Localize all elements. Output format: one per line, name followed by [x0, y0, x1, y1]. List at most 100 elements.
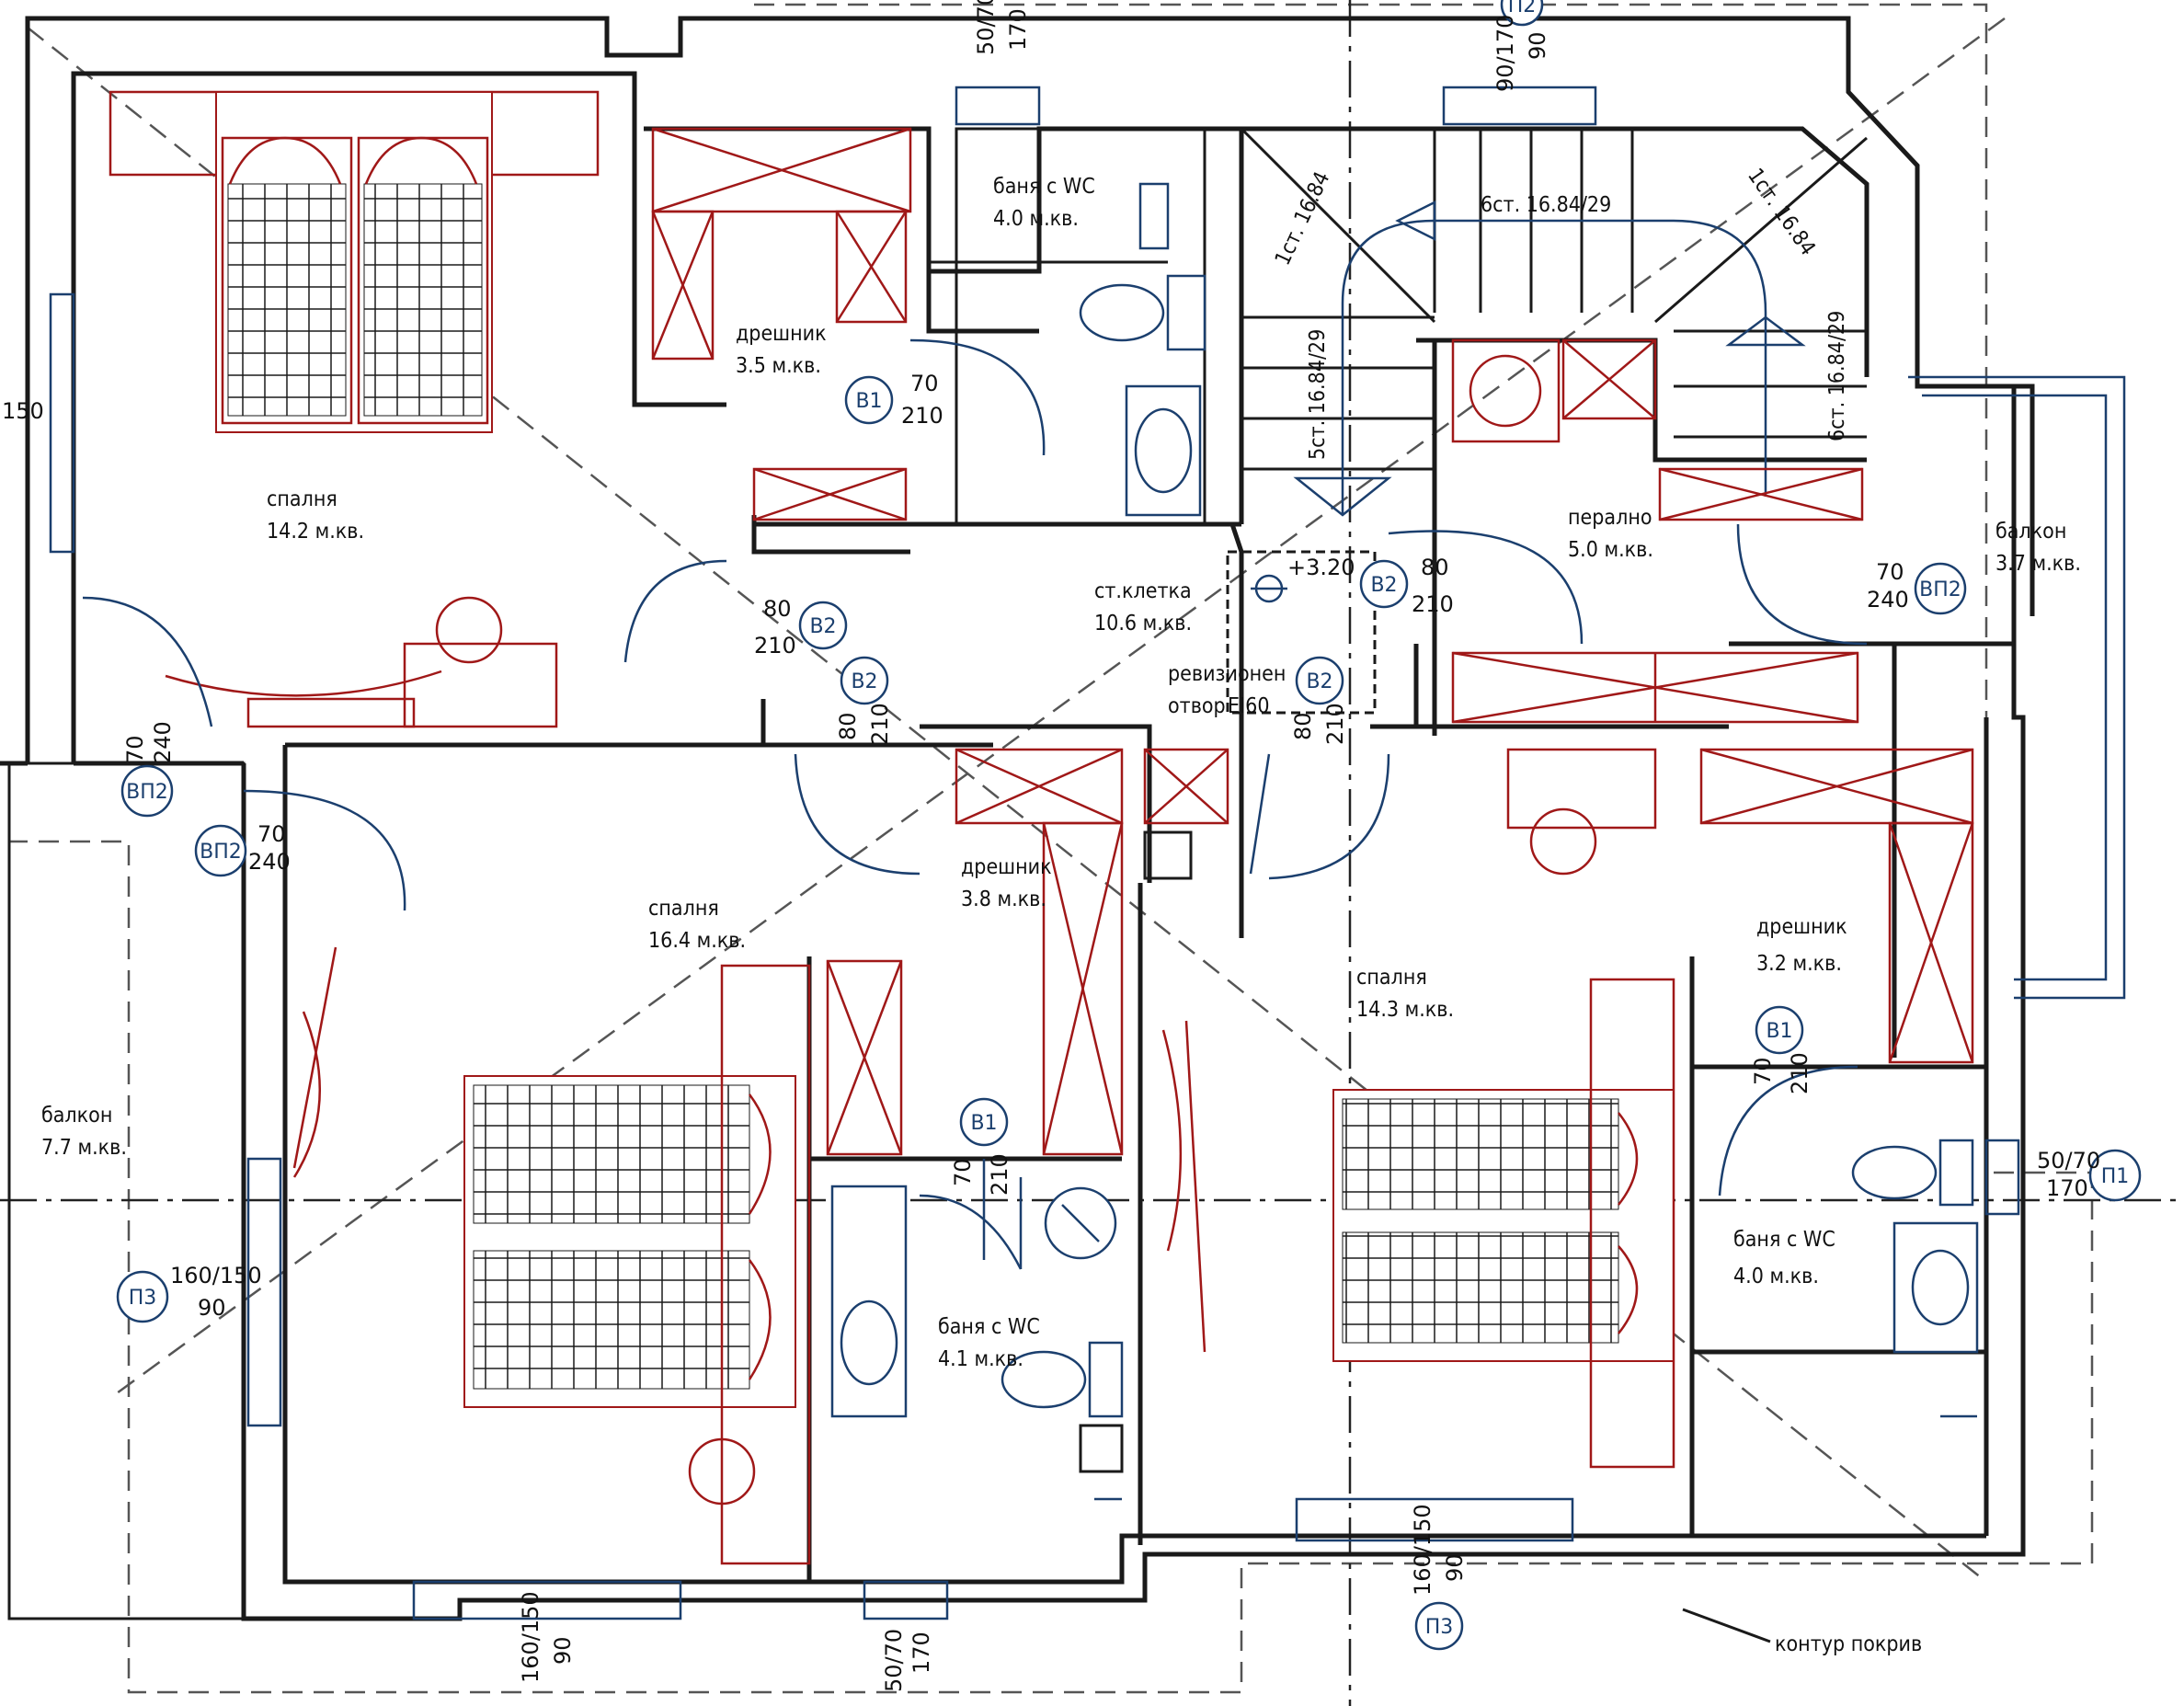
room-name: перално — [1568, 506, 1652, 530]
svg-text:50/70: 50/70 — [2037, 1148, 2100, 1174]
room-area: 3.5 м.кв. — [736, 354, 821, 378]
window-tag-south-1: 160/150 90 — [518, 1591, 576, 1683]
bed-se — [1161, 748, 1675, 1469]
laundry-machines — [1451, 338, 1864, 724]
room-name: дрешник — [736, 322, 827, 346]
bath-north-fixtures — [929, 182, 1206, 517]
room-name: спалня — [1356, 966, 1427, 990]
svg-text:70: 70 — [1876, 559, 1904, 585]
bath-south-fixtures — [830, 1185, 1124, 1501]
svg-text:П3: П3 — [129, 1287, 157, 1310]
svg-text:240: 240 — [248, 849, 291, 875]
svg-text:50/70: 50/70 — [881, 1629, 907, 1692]
svg-text:70: 70 — [1750, 1057, 1776, 1085]
room-name: баня с WC — [1733, 1228, 1835, 1252]
svg-text:П2: П2 — [1508, 0, 1537, 17]
room-label-closet-c: дрешник 3.8 м.кв. — [961, 855, 1052, 911]
svg-text:70: 70 — [950, 1158, 976, 1186]
stair-label: 1ст. 16.84 — [1271, 168, 1335, 269]
svg-text:240: 240 — [1867, 587, 1909, 613]
svg-text:ВП2: ВП2 — [1919, 578, 1961, 601]
svg-text:90: 90 — [1442, 1553, 1468, 1582]
room-name: баня с WC — [938, 1315, 1040, 1339]
room-label-closet-n: дрешник 3.5 м.кв. — [736, 322, 827, 378]
room-label-laundry: перално 5.0 м.кв. — [1568, 506, 1653, 562]
wardrobes-east — [1699, 748, 1974, 1064]
hatch-label: ревизионен — [1168, 662, 1286, 686]
level-mark: +3.20 — [1287, 555, 1355, 580]
room-area: 7.7 м.кв. — [41, 1136, 127, 1160]
svg-text:160/150: 160/150 — [518, 1591, 543, 1683]
stair-label: 6ст. 16.84/29 — [1481, 193, 1611, 217]
svg-text:80: 80 — [1290, 712, 1316, 740]
svg-text:90: 90 — [1525, 31, 1550, 60]
room-name: балкон — [1995, 520, 2066, 544]
door-tag-b2-hatch: В2 80 210 — [1290, 656, 1348, 745]
svg-text:170: 170 — [1005, 8, 1031, 51]
door-tag-vp2-nw: ВП2 70 240 — [120, 721, 176, 818]
stair-treads — [1240, 127, 1868, 517]
wardrobes-central — [826, 748, 1229, 1156]
doors — [82, 338, 1868, 1270]
svg-text:210: 210 — [867, 703, 893, 745]
room-area: 3.8 м.кв. — [961, 887, 1046, 911]
room-label-bath-e: баня с WC 4.0 м.кв. — [1733, 1228, 1835, 1288]
room-label-bedroom-nw: спалня 14.2 м.кв. — [267, 487, 364, 544]
window-tag-p3-south: П3 160/150 90 — [1410, 1504, 1468, 1651]
svg-text:50/70: 50/70 — [973, 0, 999, 55]
svg-text:В1: В1 — [1766, 1020, 1792, 1043]
room-label-bath-s: баня с WC 4.1 м.кв. — [938, 1315, 1040, 1371]
room-name: балкон — [41, 1104, 112, 1128]
svg-text:210: 210 — [1412, 591, 1454, 617]
svg-text:170: 170 — [909, 1632, 934, 1674]
room-label-closet-e: дрешник 3.2 м.кв. — [1756, 915, 1847, 976]
window-tag-p3-west: П3 160/150 90 — [116, 1263, 262, 1323]
room-name: спалня — [267, 487, 337, 511]
misc-labels: +3.20 ревизионен отвор EI60 контур покри… — [1168, 555, 1922, 1656]
window-tag-south-2: 50/70 170 — [881, 1629, 934, 1692]
window-tag-north-2: П2 90/170 90 — [1492, 0, 1550, 92]
svg-text:160/150: 160/150 — [170, 1263, 262, 1288]
door-tag-b2-west: В2 80 210 — [754, 596, 848, 658]
stair-labels: 6ст. 16.84/29 1ст. 16.84 1ст. 16.84 5ст.… — [1271, 165, 1849, 460]
svg-text:П3: П3 — [1425, 1616, 1454, 1639]
room-label-balcony-e: балкон 3.7 м.кв. — [1995, 520, 2081, 576]
door-tag-vp2-east: ВП2 70 240 — [1867, 559, 1967, 615]
room-name: дрешник — [1756, 915, 1847, 939]
door-tag-b2-east: В2 80 210 — [1359, 555, 1454, 617]
svg-text:210: 210 — [987, 1153, 1012, 1196]
room-area: 3.7 м.кв. — [1995, 552, 2081, 576]
svg-text:90: 90 — [550, 1636, 576, 1665]
fire-rating: EI60 — [1228, 694, 1270, 718]
svg-text:70: 70 — [257, 821, 286, 847]
svg-text:70: 70 — [122, 735, 148, 763]
room-area: 10.6 м.кв. — [1094, 612, 1192, 635]
svg-text:ВП2: ВП2 — [200, 841, 242, 864]
room-area: 3.2 м.кв. — [1756, 952, 1842, 976]
room-name: ст.клетка — [1094, 579, 1192, 603]
svg-text:80: 80 — [1421, 555, 1449, 580]
svg-text:210: 210 — [901, 403, 943, 429]
room-label-stair: ст.клетка 10.6 м.кв. — [1094, 579, 1192, 635]
room-label-balcony-w: балкон 7.7 м.кв. — [41, 1104, 127, 1160]
stair-label: 5ст. 16.84/29 — [1306, 329, 1330, 460]
roof-outline-label: контур покрив — [1775, 1632, 1922, 1656]
room-area: 4.1 м.кв. — [938, 1347, 1023, 1371]
room-area: 4.0 м.кв. — [993, 207, 1079, 231]
room-name: баня с WC — [993, 175, 1095, 199]
svg-text:90/170: 90/170 — [1492, 15, 1518, 92]
room-area: 16.4 м.кв. — [648, 929, 746, 953]
stair-label: 6ст. 16.84/29 — [1825, 311, 1849, 441]
door-tag-b1-east: В1 70 210 — [1750, 1005, 1812, 1094]
inspection-hatch — [1226, 550, 1377, 715]
bed-sw — [292, 946, 811, 1565]
door-tag-vp2-sw: ВП2 70 240 — [194, 821, 291, 877]
room-area: 4.0 м.кв. — [1733, 1265, 1819, 1288]
svg-text:В2: В2 — [1306, 670, 1332, 693]
svg-text:80: 80 — [763, 596, 792, 622]
door-tag-b1-north: В1 70 210 — [844, 371, 943, 429]
room-area: 14.3 м.кв. — [1356, 998, 1454, 1022]
windows — [49, 86, 2126, 1620]
wardrobes-north — [651, 127, 912, 521]
